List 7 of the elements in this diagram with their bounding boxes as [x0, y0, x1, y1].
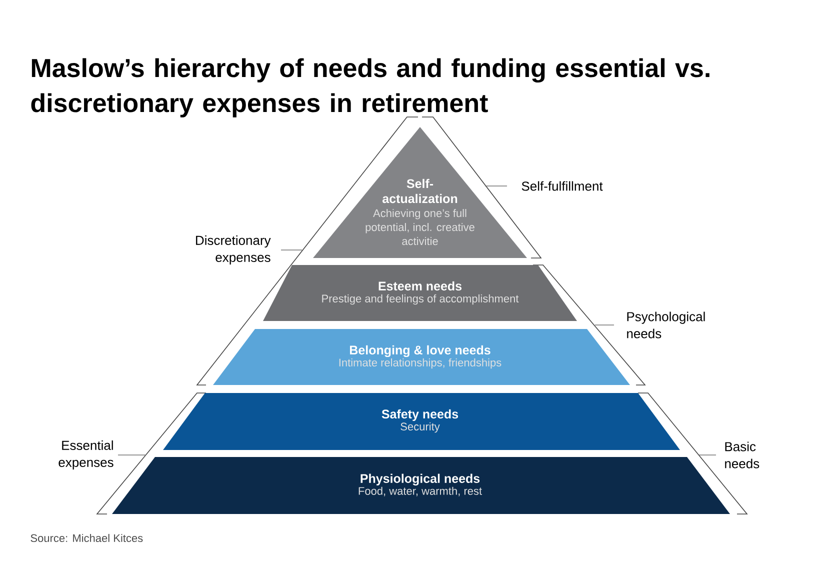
side-label: Discretionary expenses	[196, 235, 271, 265]
side-label: Essential expenses	[58, 440, 114, 470]
title: Maslow’s hierarchy of needs and funding essential vs. discretionary expenses in retirement	[31, 58, 710, 118]
pyramid-level: Safety needs Security	[163, 393, 680, 450]
pyramid-level: Esteem needs Prestige and feelings of accomplishment	[263, 265, 577, 321]
side-label: Psychological needs	[627, 312, 705, 338]
source-note: Source: Michael Kitces	[30, 534, 143, 542]
